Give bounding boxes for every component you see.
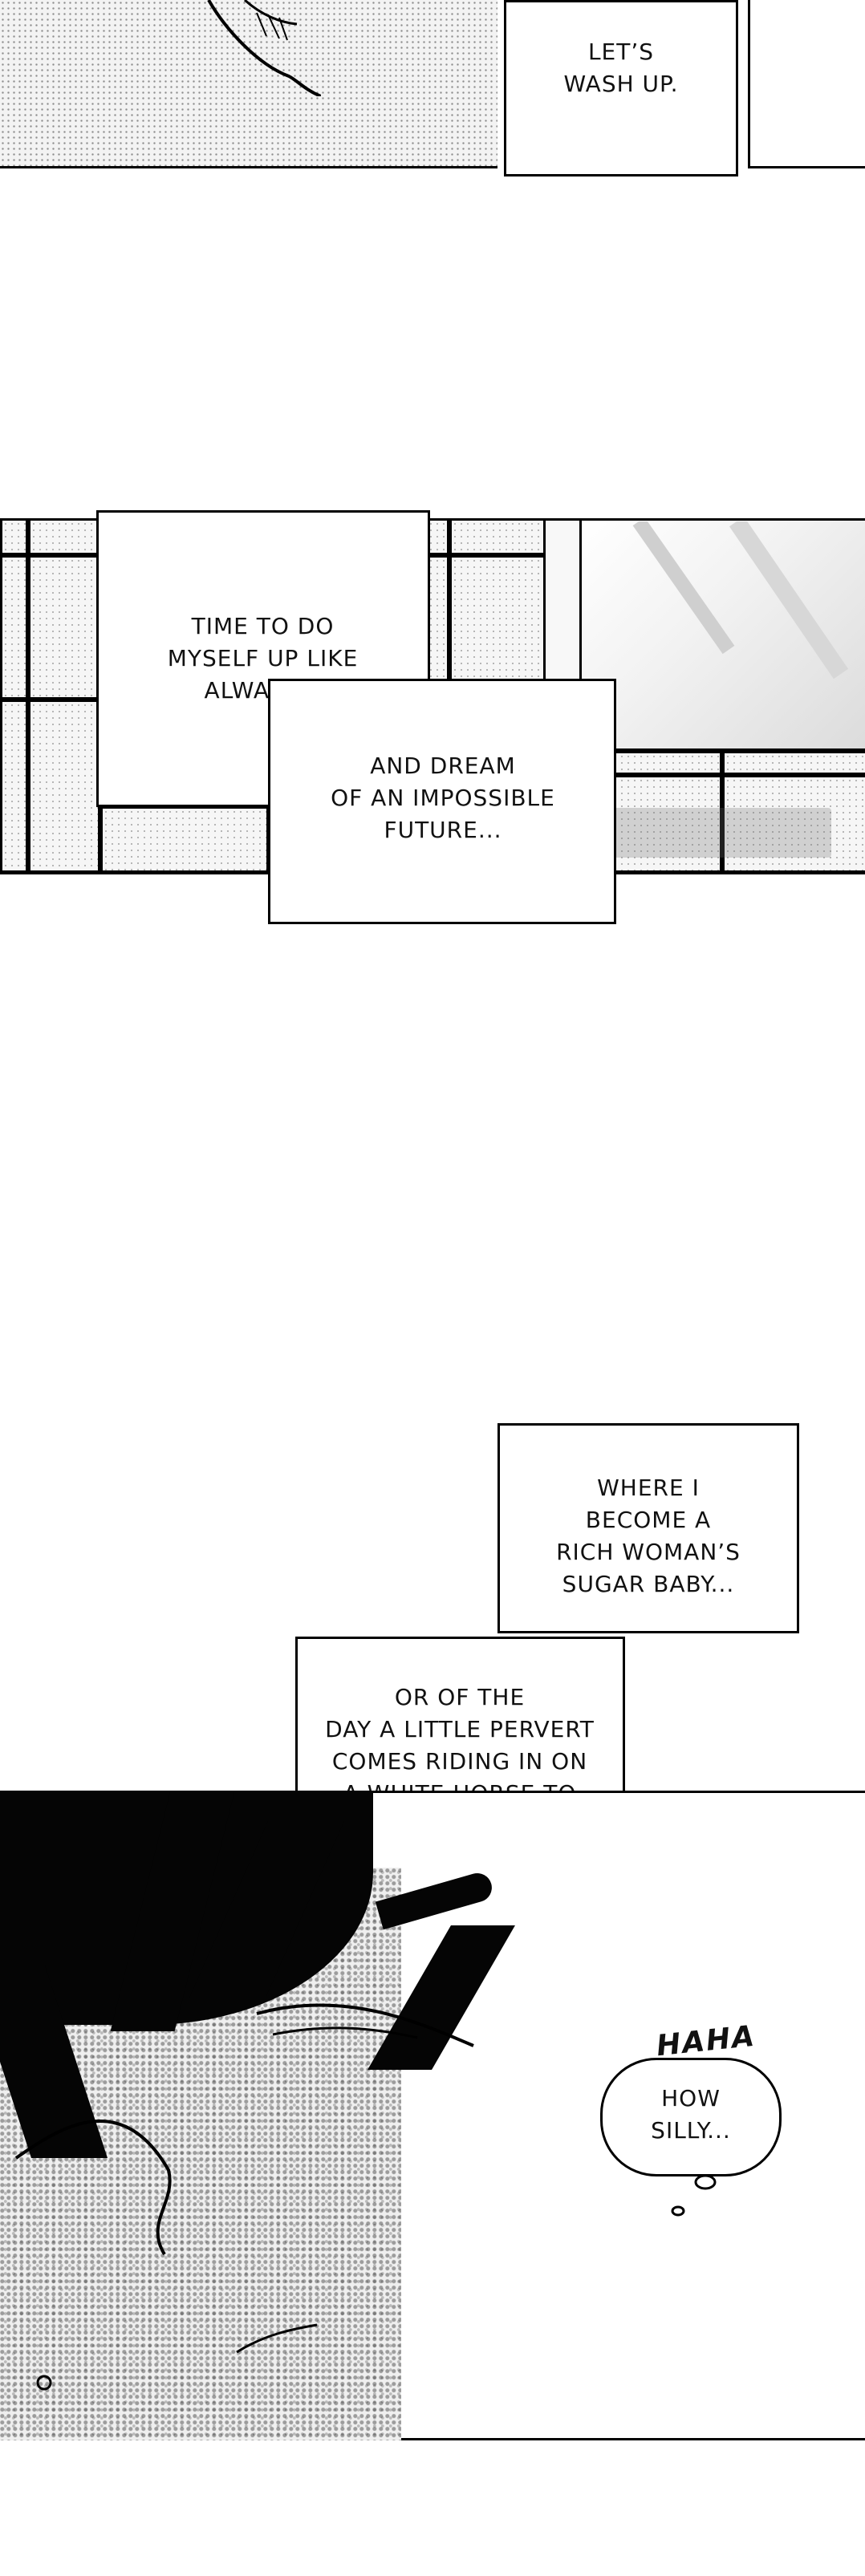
thought-tail	[662, 2174, 734, 2222]
thought-text: HOW SILLY...	[651, 2085, 731, 2144]
hand-illustration	[193, 0, 322, 98]
tile-3	[0, 555, 28, 700]
tile-6	[28, 700, 100, 873]
tile-15	[610, 775, 722, 873]
top-right-panel	[748, 0, 865, 168]
tile-5	[0, 700, 28, 873]
caption-box-top	[504, 0, 738, 176]
caption-top: LET’S WASH UP.	[563, 39, 679, 97]
caption-box-lower-1	[497, 1423, 799, 1633]
top-panel-art	[0, 0, 497, 168]
mirror-glare-strokes	[592, 516, 857, 738]
tile-4	[28, 555, 100, 700]
tile-9	[449, 518, 546, 555]
tile-2	[28, 518, 100, 555]
caption-lower-1: WHERE I BECOME A RICH WOMAN’S SUGAR BABY…	[556, 1475, 741, 1597]
tile-1	[0, 518, 28, 555]
caption-box-middle-2	[268, 679, 616, 924]
thought-bubble	[600, 2058, 782, 2176]
thought-tail-icon	[671, 2174, 717, 2217]
hand-icon	[207, 0, 322, 98]
watermark-bar	[595, 808, 831, 858]
glare-icon	[632, 516, 849, 679]
face-line-icon	[14, 2003, 474, 2391]
tile-13	[610, 751, 722, 775]
caption-middle-2: AND DREAM OF AN IMPOSSIBLE FUTURE...	[331, 753, 555, 843]
tile-7	[100, 806, 269, 873]
top-panel-bottom-border	[0, 166, 497, 168]
tile-16	[722, 775, 865, 873]
face-lines	[0, 1845, 522, 2439]
tile-14	[722, 751, 865, 775]
tile-11	[449, 555, 546, 700]
